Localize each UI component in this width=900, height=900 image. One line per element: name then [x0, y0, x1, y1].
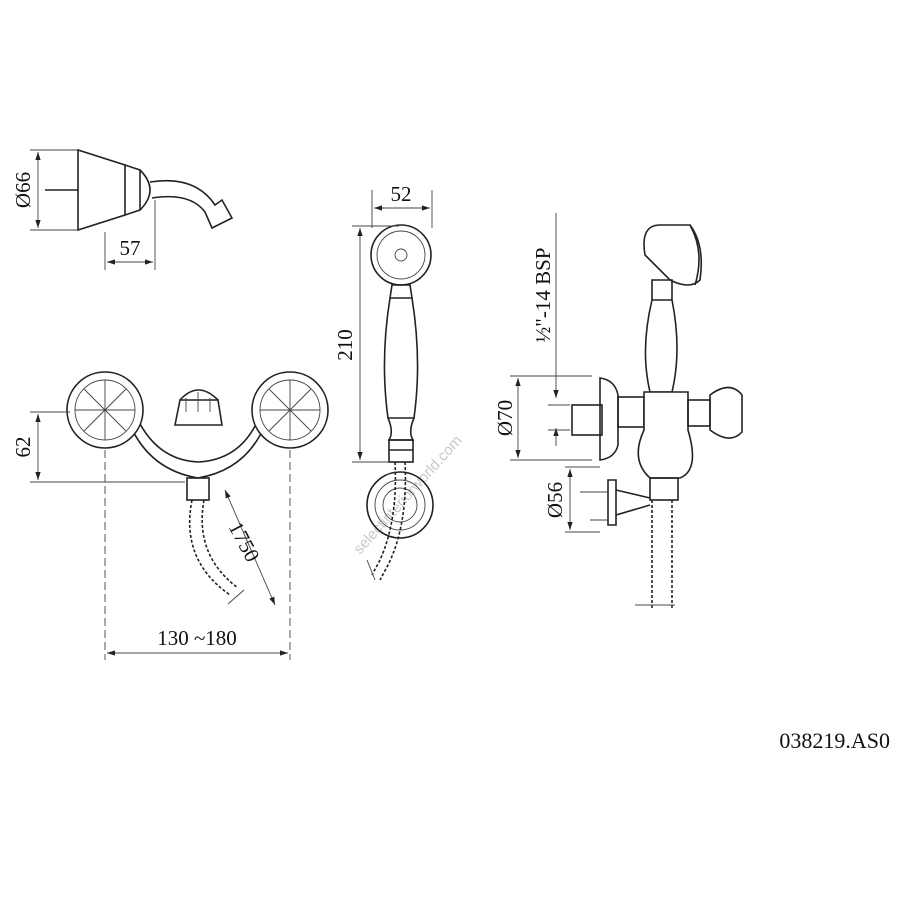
holder-diameter-label: Ø66 — [11, 172, 35, 208]
bracket-diameter-label: Ø56 — [543, 482, 567, 518]
mixer-height-label: 62 — [11, 437, 35, 458]
wall-holder-drawing — [30, 148, 234, 270]
product-code: 038219.AS0 — [779, 728, 890, 753]
mixer-front-drawing — [30, 371, 329, 660]
mixer-side-drawing — [510, 213, 743, 610]
holder-depth-label: 57 — [120, 236, 141, 260]
hand-shower-drawing — [352, 190, 434, 581]
center-distance-label: 130 ~180 — [157, 626, 237, 650]
watermark: selectinteriorworld.com — [350, 432, 465, 557]
head-width-label: 52 — [391, 182, 412, 206]
handshower-length-label: 210 — [333, 329, 357, 361]
hose-length-label: 1750 — [224, 518, 265, 566]
thread-spec-label: ½"-14 BSP — [531, 248, 555, 343]
flange-diameter-label: Ø70 — [493, 400, 517, 436]
